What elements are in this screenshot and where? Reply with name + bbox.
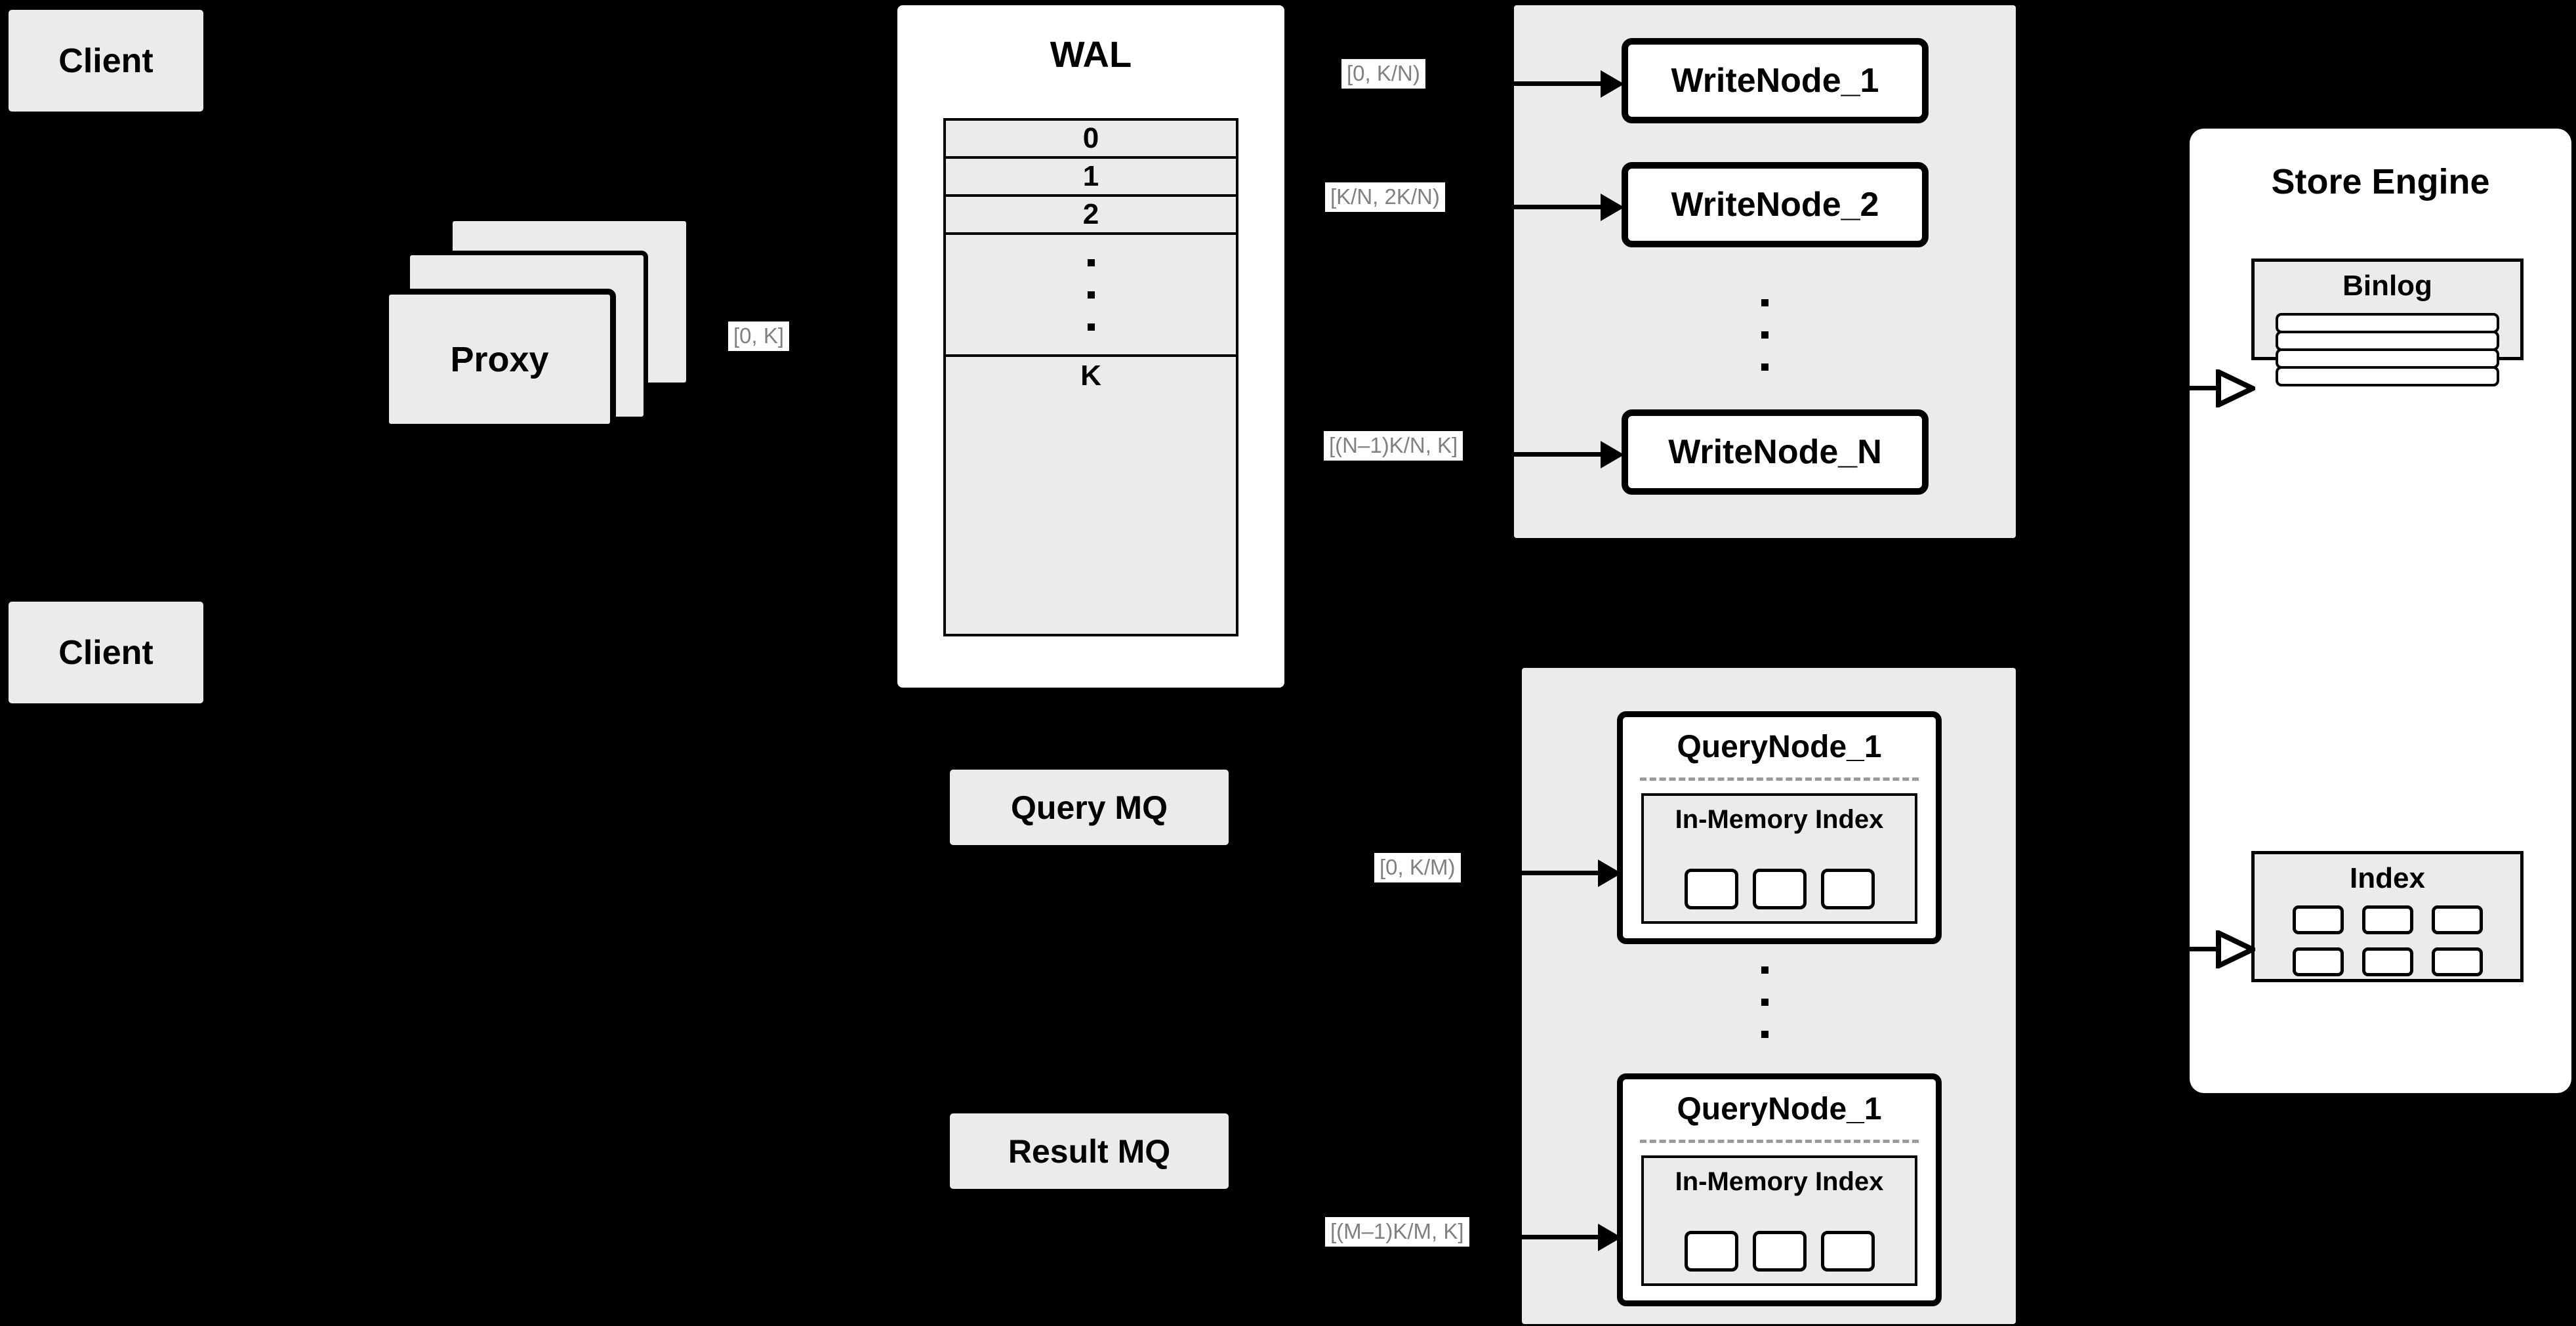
in-memory-index-1: In-Memory Index — [1641, 793, 1917, 924]
write-arrow-head-n — [1601, 441, 1624, 468]
vertical-ellipsis-icon — [1087, 259, 1095, 331]
wal-row[interactable]: 0 — [946, 121, 1236, 159]
index-arrow-head-icon — [2216, 930, 2255, 968]
wal-row-ellipsis — [946, 235, 1236, 357]
index-cell[interactable] — [1684, 1231, 1738, 1272]
proxy-to-wal-label: [0, K] — [728, 321, 790, 351]
wal-card: WAL 0 1 2 K — [897, 5, 1284, 688]
query-node-2-title: QueryNode_1 — [1677, 1092, 1882, 1127]
query-node-2-divider — [1640, 1140, 1919, 1143]
query-node-1-divider — [1640, 777, 1919, 781]
index-row — [2292, 905, 2483, 934]
write-range-label-1: [0, K/N) — [1341, 59, 1425, 89]
query-node-1[interactable]: QueryNode_1 In-Memory Index — [1617, 711, 1942, 944]
binlog-row[interactable] — [2276, 366, 2499, 386]
index-cell[interactable] — [1820, 869, 1875, 909]
write-cluster-ellipsis-icon — [1755, 276, 1774, 394]
query-node-2[interactable]: QueryNode_1 In-Memory Index — [1617, 1073, 1942, 1306]
write-arrow-head-1 — [1601, 70, 1624, 98]
client-box-1[interactable]: Client — [5, 7, 207, 115]
index-cell[interactable] — [1684, 869, 1738, 909]
index-cell[interactable] — [2431, 947, 2483, 976]
write-node-2[interactable]: WriteNode_2 — [1622, 162, 1929, 247]
wal-row[interactable]: 1 — [946, 159, 1236, 197]
write-node-1[interactable]: WriteNode_1 — [1622, 38, 1929, 123]
proxy-label: Proxy — [450, 339, 549, 379]
write-node-1-label: WriteNode_1 — [1671, 62, 1879, 100]
in-memory-index-2-title: In-Memory Index — [1675, 1167, 1884, 1196]
binlog-panel[interactable]: Binlog — [2251, 259, 2524, 386]
store-engine-panel: Store Engine Binlog Index — [2190, 129, 2571, 1093]
write-arrow-line-n — [1514, 452, 1607, 457]
write-arrow-line-1 — [1514, 81, 1607, 86]
index-panel[interactable]: Index — [2251, 851, 2524, 982]
index-cell[interactable] — [2361, 947, 2413, 976]
binlog-arrow-line — [2187, 386, 2218, 390]
proxy-box[interactable]: Proxy — [383, 289, 616, 430]
in-memory-index-2: In-Memory Index — [1641, 1155, 1917, 1286]
write-range-label-n: [(N–1)K/N, K] — [1324, 431, 1463, 461]
client-box-2[interactable]: Client — [5, 598, 207, 707]
query-range-label-m: [(M–1)K/M, K] — [1325, 1217, 1469, 1247]
query-node-1-title: QueryNode_1 — [1677, 730, 1882, 764]
wal-title: WAL — [1050, 33, 1132, 75]
client-label-1: Client — [58, 41, 153, 80]
store-engine-title: Store Engine — [2271, 162, 2490, 201]
index-title: Index — [2350, 862, 2425, 894]
write-arrow-head-2 — [1601, 194, 1624, 221]
query-mq-label: Query MQ — [1011, 789, 1168, 826]
in-memory-index-1-cells — [1644, 869, 1915, 909]
index-grid — [2255, 905, 2520, 976]
query-arrow-line-1 — [1522, 871, 1604, 875]
query-range-label-1: [0, K/M) — [1374, 853, 1461, 882]
index-row — [2292, 947, 2483, 976]
binlog-title: Binlog — [2342, 270, 2432, 302]
write-node-n[interactable]: WriteNode_N — [1622, 409, 1929, 495]
binlog-arrow-head-icon — [2216, 369, 2255, 407]
index-cell[interactable] — [1752, 869, 1807, 909]
write-node-2-label: WriteNode_2 — [1671, 186, 1879, 224]
result-mq-box[interactable]: Result MQ — [947, 1110, 1232, 1192]
wal-row[interactable]: K — [1080, 360, 1101, 392]
client-label-2: Client — [58, 633, 153, 672]
write-range-label-2: [K/N, 2K/N) — [1325, 182, 1445, 212]
wal-row[interactable]: 2 — [946, 197, 1236, 235]
query-arrow-line-m — [1522, 1235, 1604, 1239]
index-cell[interactable] — [2292, 905, 2344, 934]
write-node-n-label: WriteNode_N — [1668, 433, 1882, 471]
binlog-rows — [2276, 313, 2499, 386]
index-arrow-line — [2187, 947, 2218, 951]
wal-table: 0 1 2 K — [943, 118, 1238, 636]
index-cell[interactable] — [1752, 1231, 1807, 1272]
index-cell[interactable] — [2361, 905, 2413, 934]
index-cell[interactable] — [2431, 905, 2483, 934]
query-mq-box[interactable]: Query MQ — [947, 766, 1232, 848]
in-memory-index-1-title: In-Memory Index — [1675, 805, 1884, 834]
result-mq-label: Result MQ — [1008, 1132, 1171, 1170]
binlog-row[interactable] — [2276, 313, 2499, 333]
query-cluster-ellipsis-icon — [1755, 942, 1774, 1063]
index-cell[interactable] — [1820, 1231, 1875, 1272]
index-cell[interactable] — [2292, 947, 2344, 976]
write-arrow-line-2 — [1514, 205, 1607, 209]
in-memory-index-2-cells — [1644, 1231, 1915, 1272]
